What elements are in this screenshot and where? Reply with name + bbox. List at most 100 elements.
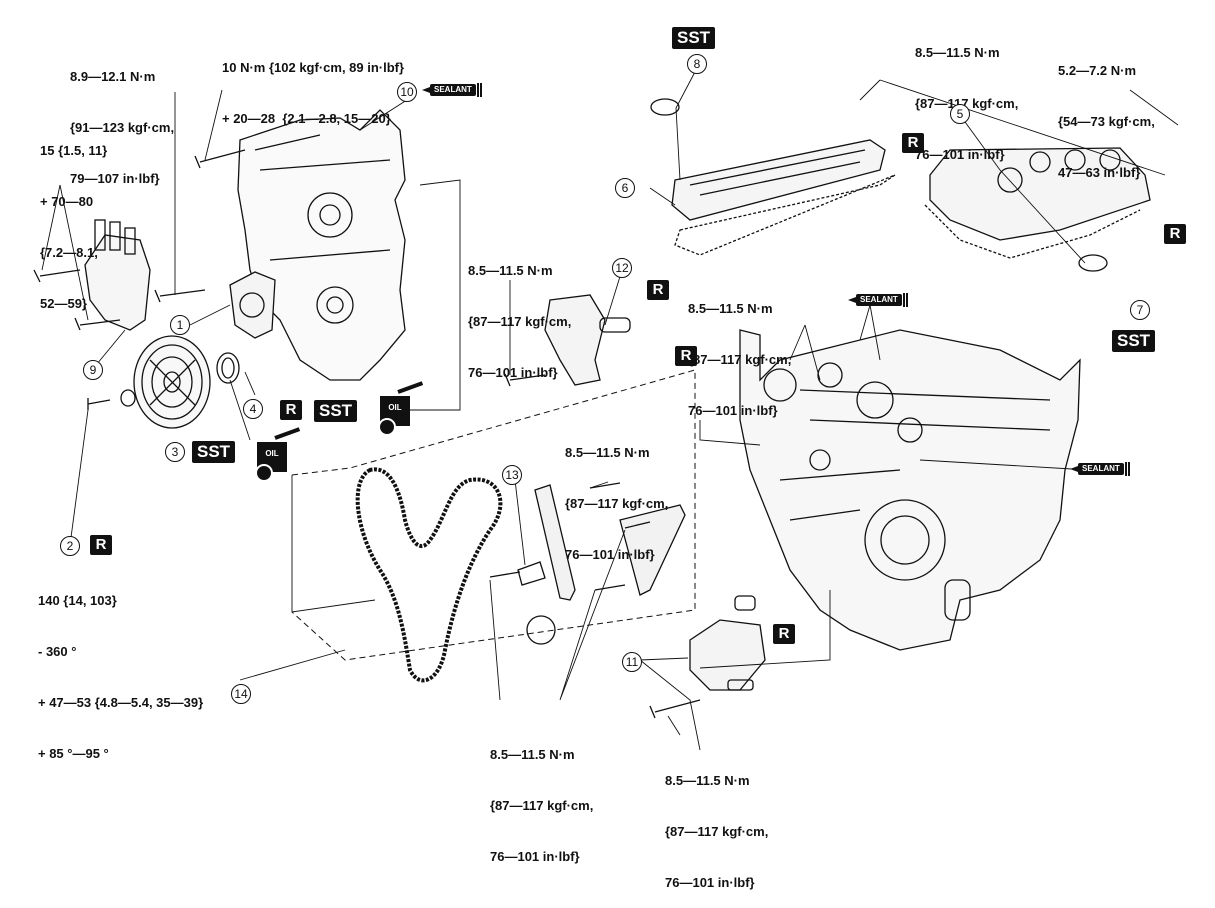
r-badge-tensioner-lower: R bbox=[773, 624, 795, 644]
seal-7 bbox=[1078, 254, 1108, 272]
callout-8: 8 bbox=[687, 54, 707, 74]
torque-line: + 70—80 bbox=[40, 194, 94, 209]
sealant-label: SEALANT bbox=[1078, 463, 1124, 475]
torque-spec-cover-bolt: 10 N·m {102 kgf·cm, 89 in·lbf} + 20—28 {… bbox=[222, 25, 404, 144]
torque-line: 15 {1.5, 11} bbox=[40, 143, 108, 158]
sealant-cap bbox=[1124, 462, 1131, 476]
callout-10: 10 bbox=[397, 82, 417, 102]
torque-spec-tensioner-lower: 8.5—11.5 N·m {87—117 kgf·cm, 76—101 in·l… bbox=[665, 738, 768, 908]
callout-5: 5 bbox=[950, 104, 970, 124]
torque-line: + 85 °—95 ° bbox=[38, 746, 109, 761]
chain-tensioner-upper bbox=[544, 294, 631, 386]
callout-4: 4 bbox=[243, 399, 263, 419]
torque-line: 52—59} bbox=[40, 296, 87, 311]
washer bbox=[120, 389, 136, 407]
sealant-cap bbox=[476, 83, 483, 97]
torque-spec-guide-bolts: 8.5—11.5 N·m {87—117 kgf·cm, 76—101 in·l… bbox=[490, 712, 593, 882]
oil-icon-pulley: OIL bbox=[255, 427, 303, 482]
torque-line: 76—101 in·lbf} bbox=[490, 849, 580, 864]
bracket bbox=[84, 219, 151, 331]
sst-badge-pulley-3: SST bbox=[192, 441, 236, 463]
sealant-nozzle bbox=[422, 87, 430, 93]
torque-line: + 47—53 {4.8—5.4, 35—39} bbox=[38, 695, 204, 710]
torque-line: 47—63 in·lbf} bbox=[1058, 165, 1141, 180]
torque-spec-camshaft-sprocket: 8.5—11.5 N·m {87—117 kgf·cm, 76—101 in·l… bbox=[688, 266, 791, 436]
torque-line: {91—123 kgf·cm, bbox=[70, 120, 175, 135]
torque-spec-chain-guide: 8.5—11.5 N·m {87—117 kgf·cm, 76—101 in·l… bbox=[565, 410, 668, 580]
torque-spec-bracket-mount: 15 {1.5, 11} + 70—80 {7.2—8.1, 52—59} bbox=[40, 108, 107, 329]
torque-line: {54—73 kgf·cm, bbox=[1058, 114, 1155, 129]
torque-line: 76—101 in·lbf} bbox=[688, 403, 778, 418]
r-badge-tensioner-upper: R bbox=[647, 280, 669, 300]
sealant-icon-block: SEALANT bbox=[1070, 462, 1131, 476]
seal-8 bbox=[650, 98, 680, 116]
timing-chain-cover bbox=[237, 109, 406, 381]
chain-guide-13 bbox=[534, 484, 576, 601]
torque-line: + 20—28 {2.1—2.8, 15—20} bbox=[222, 111, 391, 126]
torque-line: 8.5—11.5 N·m bbox=[468, 263, 553, 278]
torque-line: 5.2—7.2 N·m bbox=[1058, 63, 1137, 78]
r-badge-gasket-left: R bbox=[902, 133, 924, 153]
crank-bolt bbox=[87, 398, 111, 410]
torque-line: 8.5—11.5 N·m bbox=[665, 773, 750, 788]
callout-3: 3 bbox=[165, 442, 185, 462]
oil-drop bbox=[378, 418, 396, 436]
torque-line: - 360 ° bbox=[38, 644, 77, 659]
callout-2: 2 bbox=[60, 536, 80, 556]
chain-guide-right bbox=[619, 504, 686, 596]
torque-spec-head-cover-left: 8.5—11.5 N·m {87—117 kgf·cm, 76—101 in·l… bbox=[915, 10, 1018, 180]
sealant-label: SEALANT bbox=[430, 84, 476, 96]
sealant-icon-cover: SEALANT bbox=[422, 83, 483, 97]
torque-spec-tensioner-upper: 8.5—11.5 N·m {87—117 kgf·cm, 76—101 in·l… bbox=[468, 228, 571, 398]
sealant-icon-head: SEALANT bbox=[848, 293, 909, 307]
torque-line: {87—117 kgf·cm, bbox=[665, 824, 769, 839]
callout-13: 13 bbox=[502, 465, 522, 485]
r-badge-gasket-right: R bbox=[1164, 224, 1186, 244]
callout-7: 7 bbox=[1130, 300, 1150, 320]
crankshaft-pulley bbox=[133, 335, 211, 429]
oil-spout bbox=[274, 427, 301, 440]
torque-line: {87—117 kgf·cm, bbox=[565, 496, 669, 511]
cylinder-head-cover-left bbox=[671, 139, 896, 256]
sealant-nozzle bbox=[848, 297, 856, 303]
callout-11: 11 bbox=[622, 652, 642, 672]
torque-spec-crank-bolt: 140 {14, 103} - 360 ° + 47—53 {4.8—5.4, … bbox=[38, 558, 203, 779]
callout-1: 1 bbox=[170, 315, 190, 335]
sst-badge-seal-4: SST bbox=[314, 400, 358, 422]
torque-line: 140 {14, 103} bbox=[38, 593, 117, 608]
torque-line: {87—117 kgf·cm, bbox=[490, 798, 594, 813]
torque-line: 8.5—11.5 N·m bbox=[565, 445, 650, 460]
chain-tensioner-lower bbox=[689, 595, 766, 691]
r-badge-seal-4: R bbox=[280, 400, 302, 420]
callout-6: 6 bbox=[615, 178, 635, 198]
torque-line: 8.5—11.5 N·m bbox=[490, 747, 575, 762]
torque-line: 76—101 in·lbf} bbox=[468, 365, 558, 380]
torque-spec-bracket-bolt: 8.9—12.1 N·m {91—123 kgf·cm, 79—107 in·l… bbox=[70, 34, 174, 204]
cylinder-head-cover-right bbox=[924, 147, 1151, 259]
torque-line: 76—101 in·lbf} bbox=[915, 147, 1005, 162]
torque-line: {7.2—8.1, bbox=[40, 245, 98, 260]
r-badge-crank-bolt: R bbox=[90, 535, 112, 555]
torque-line: {87—117 kgf·cm, bbox=[468, 314, 572, 329]
torque-line: 76—101 in·lbf} bbox=[665, 875, 755, 890]
torque-line: 8.5—11.5 N·m bbox=[688, 301, 773, 316]
oil-spout bbox=[397, 381, 424, 394]
sst-badge-seal-8: SST bbox=[672, 27, 716, 49]
sealant-nozzle bbox=[1070, 466, 1078, 472]
torque-line: {87—117 kgf·cm, bbox=[688, 352, 792, 367]
oil-drop bbox=[255, 464, 273, 482]
sealant-label: SEALANT bbox=[856, 294, 902, 306]
torque-line: 8.9—12.1 N·m bbox=[70, 69, 156, 84]
crank-sprocket bbox=[526, 615, 556, 645]
exploded-view-drawing bbox=[33, 69, 1179, 751]
torque-line: 76—101 in·lbf} bbox=[565, 547, 655, 562]
torque-line: 79—107 in·lbf} bbox=[70, 171, 160, 186]
oil-seal-front bbox=[216, 352, 240, 384]
oil-icon-seal: OIL bbox=[378, 381, 426, 436]
torque-line: 8.5—11.5 N·m bbox=[915, 45, 1000, 60]
pump-housing bbox=[229, 271, 276, 339]
callout-12: 12 bbox=[612, 258, 632, 278]
sst-badge-seal-7: SST bbox=[1112, 330, 1156, 352]
r-badge-o-ring-upper: R bbox=[675, 346, 697, 366]
timing-chain bbox=[355, 467, 503, 683]
